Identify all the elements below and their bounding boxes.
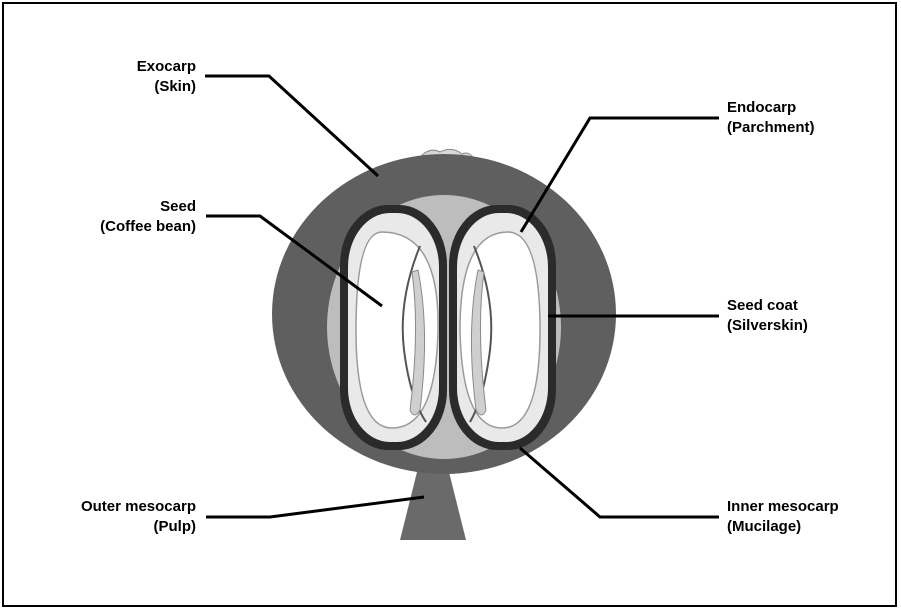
stem	[400, 468, 466, 540]
label-endocarp: Endocarp (Parchment)	[727, 98, 877, 138]
label-outer-mesocarp: Outer mesocarp (Pulp)	[20, 497, 196, 537]
label-seed: Seed (Coffee bean)	[40, 197, 196, 237]
label-seed-coat-name: Seed coat	[727, 296, 877, 316]
label-endocarp-name: Endocarp	[727, 98, 877, 118]
label-inner-mesocarp: Inner mesocarp (Mucilage)	[727, 497, 877, 537]
label-inner-mesocarp-sub: (Mucilage)	[727, 517, 877, 537]
leader-inner-mesocarp	[520, 448, 719, 517]
leader-outer-mesocarp	[206, 497, 424, 517]
label-exocarp-sub: (Skin)	[40, 77, 196, 97]
label-outer-mesocarp-sub: (Pulp)	[20, 517, 196, 537]
label-exocarp: Exocarp (Skin)	[40, 57, 196, 97]
label-endocarp-sub: (Parchment)	[727, 118, 877, 138]
label-seed-name: Seed	[40, 197, 196, 217]
left-seed	[356, 232, 438, 428]
label-inner-mesocarp-name: Inner mesocarp	[727, 497, 877, 517]
label-seed-coat: Seed coat (Silverskin)	[727, 296, 877, 336]
label-exocarp-name: Exocarp	[40, 57, 196, 77]
label-outer-mesocarp-name: Outer mesocarp	[20, 497, 196, 517]
label-seed-coat-sub: (Silverskin)	[727, 316, 877, 336]
label-seed-sub: (Coffee bean)	[40, 217, 196, 237]
leader-exocarp	[205, 76, 378, 176]
